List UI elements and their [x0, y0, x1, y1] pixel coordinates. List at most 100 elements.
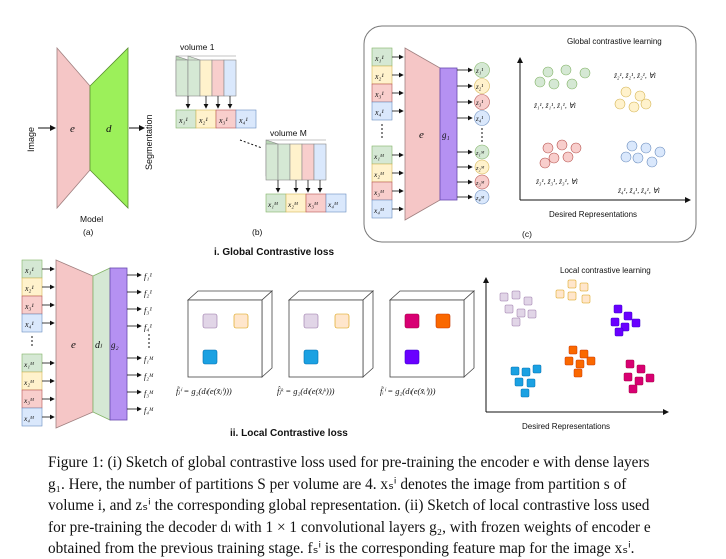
local-outputs: f₁¹ f₂¹ f₃¹ f₄¹ f₁ᴹ f₂ᴹ f₃ᴹ f₄ᴹ: [144, 271, 154, 415]
g1-block: [439, 67, 458, 201]
input-label: x₄¹: [24, 320, 34, 329]
volume-m-partitions: x₁ᴹ x₂ᴹ x₃ᴹ x₄ᴹ: [265, 193, 347, 213]
input-label: x₃¹: [374, 90, 384, 99]
input-label: Image: [26, 127, 36, 152]
panel-a: Image e d Segmentation Model (a): [26, 46, 154, 237]
feature-label: f₂¹: [144, 288, 152, 298]
feature-map-3: [388, 290, 476, 378]
panel-c-output-arrows: [457, 67, 473, 200]
output-label: z₄ᴹ: [475, 195, 485, 202]
cluster-lavender: [499, 290, 537, 327]
feature-map-3-label: f̃ᵢⁱ = g₂(dₗ(e(x̃ᵢⁱ))): [380, 386, 436, 396]
feature-map-2: [287, 290, 375, 378]
cluster-blue-squares: [510, 364, 542, 398]
cluster-green: [534, 64, 591, 90]
panel-local-scatter: Local contrastive learning Desired Repre…: [483, 266, 669, 431]
volume-1-arrows: [185, 96, 233, 109]
input-label: x₂¹: [24, 284, 34, 293]
cluster-yellow: [614, 86, 652, 113]
partition-label: x₁¹: [178, 116, 188, 125]
output-label: z₃ᴹ: [475, 180, 485, 187]
section-ii-title: ii. Local Contrastive loss: [230, 428, 348, 439]
output-label: z₄¹: [475, 115, 483, 123]
cluster-purple: [610, 304, 641, 337]
panel-c-frame: [363, 25, 697, 243]
partition-label: x₂ᴹ: [287, 200, 299, 209]
panel-c: x₁¹ x₂¹ x₃¹ x₄¹ x₁ᴹ x₂ᴹ x₃ᴹ x₄ᴹ e: [363, 25, 697, 243]
local-inputs: x₁¹ x₂¹ x₃¹ x₄¹ x₁ᴹ x₂ᴹ x₃ᴹ x₄ᴹ: [21, 259, 43, 427]
global-axis-label: Desired Representations: [549, 210, 637, 219]
section-i-title: i. Global Contrastive loss: [214, 247, 334, 258]
output-label: z₁¹: [475, 67, 483, 75]
g1-label: g₁: [442, 130, 450, 140]
caption-line: Figure 1: (i) Sketch of global contrasti…: [48, 454, 650, 471]
decoder-trapezoid: [89, 47, 129, 209]
input-label: x₄ᴹ: [373, 206, 385, 215]
partition-label: x₄¹: [238, 116, 248, 125]
panel-b-sublabel: (b): [252, 227, 263, 237]
output-label: z₂ᴹ: [475, 165, 485, 172]
panel-c-outputs: z₁¹ z₂¹ z₃¹ z₄¹ z₁ᴹ z₂ᴹ z₃ᴹ z₄ᴹ: [474, 62, 490, 205]
cluster-magenta: [623, 359, 655, 394]
cluster-red-label: ẑ₃¹, z̃₃¹, ẑ₃¹, ∀i: [535, 177, 578, 186]
panel-c-inputs: x₁¹ x₂¹ x₃¹ x₄¹ x₁ᴹ x₂ᴹ x₃ᴹ x₄ᴹ: [371, 47, 393, 219]
feature-label: f₃ᴹ: [144, 389, 154, 398]
output-label: z₁ᴹ: [475, 150, 485, 157]
panel-b: volume 1 x₁¹ x₂¹ x₃¹ x₄¹: [175, 42, 347, 237]
input-label: x₁ᴹ: [373, 152, 385, 161]
panel-local-network: x₁¹ x₂¹ x₃¹ x₄¹ x₁ᴹ x₂ᴹ x₃ᴹ x₄ᴹ e: [21, 259, 154, 429]
feature-label: f₃¹: [144, 305, 152, 315]
cluster-green-label: ẑ₁¹, z̃₁¹, ẑ₁¹, ∀i: [533, 101, 576, 110]
caption-line: for pre-training the decoder dₗ with 1 ×…: [48, 518, 651, 536]
input-label: x₃ᴹ: [373, 188, 385, 197]
volume-1-partitions: x₁¹ x₂¹ x₃¹ x₄¹: [175, 109, 257, 129]
cluster-blue: [620, 140, 666, 168]
feature-label: f₂ᴹ: [144, 372, 154, 381]
input-label: x₁¹: [374, 54, 384, 63]
input-label: x₂ᴹ: [373, 170, 385, 179]
figure-caption: Figure 1: (i) Sketch of global contrasti…: [48, 452, 708, 559]
input-label: x₁ᴹ: [23, 360, 35, 369]
model-label: Model: [80, 214, 103, 224]
local-learning-title: Local contrastive learning: [560, 266, 651, 275]
g2-label: g₂: [111, 340, 119, 350]
feature-label: f₁ᴹ: [144, 355, 154, 364]
input-label: x₃ᴹ: [23, 396, 35, 405]
volume-1-label: volume 1: [180, 42, 215, 52]
cluster-orange: [564, 345, 596, 378]
input-label: x₂ᴹ: [23, 378, 35, 387]
local-input-arrows: [42, 266, 55, 420]
cluster-yellow-label: ẑ₂¹, z̃₂¹, ẑ₂¹, ∀i: [613, 71, 656, 80]
volume-1-stack: [175, 55, 237, 97]
input-label: x₄¹: [374, 108, 384, 117]
panel-a-sublabel: (a): [83, 227, 94, 237]
feature-map-1-label: f̃ⱼⁱ = g₂(dₗ(e(x̃ⱼⁱ))): [176, 386, 232, 396]
partition-label: x₃¹: [218, 116, 228, 125]
partition-label: x₁ᴹ: [267, 200, 279, 209]
feature-map-2-label: f̂ⱼᵏ = g₂(dₗ(e(x̂ⱼᵏ))): [277, 385, 335, 396]
output-label: z₃¹: [475, 99, 483, 107]
caption-line: volume i, and zₛⁱ the corresponding glob…: [48, 497, 650, 514]
encoder-label: e: [419, 129, 424, 141]
partition-label: x₃ᴹ: [307, 200, 319, 209]
global-learning-title: Global contrastive learning: [567, 37, 662, 46]
feature-label: f₄ᴹ: [144, 406, 154, 415]
input-label: x₁¹: [24, 266, 34, 275]
partition-label: x₂¹: [198, 116, 208, 125]
panel-c-input-arrows: [392, 54, 404, 212]
cluster-blue-label: ẑ₄¹, z̃₄¹, ẑ₄¹, ∀i: [617, 186, 660, 195]
caption-line: obtained from the previous training stag…: [48, 540, 635, 557]
cluster-peach: [555, 279, 591, 304]
output-label: z₂¹: [475, 83, 483, 91]
local-output-arrows: [127, 272, 142, 412]
input-label: x₃¹: [24, 302, 34, 311]
volume-m-arrows: [275, 180, 323, 193]
input-label: x₄ᴹ: [23, 414, 35, 423]
output-label: Segmentation: [144, 114, 154, 170]
feature-label: f₄¹: [144, 322, 152, 332]
local-axis-label: Desired Representations: [522, 422, 610, 431]
input-label: x₂¹: [374, 72, 384, 81]
encoder-label: e: [70, 123, 75, 135]
